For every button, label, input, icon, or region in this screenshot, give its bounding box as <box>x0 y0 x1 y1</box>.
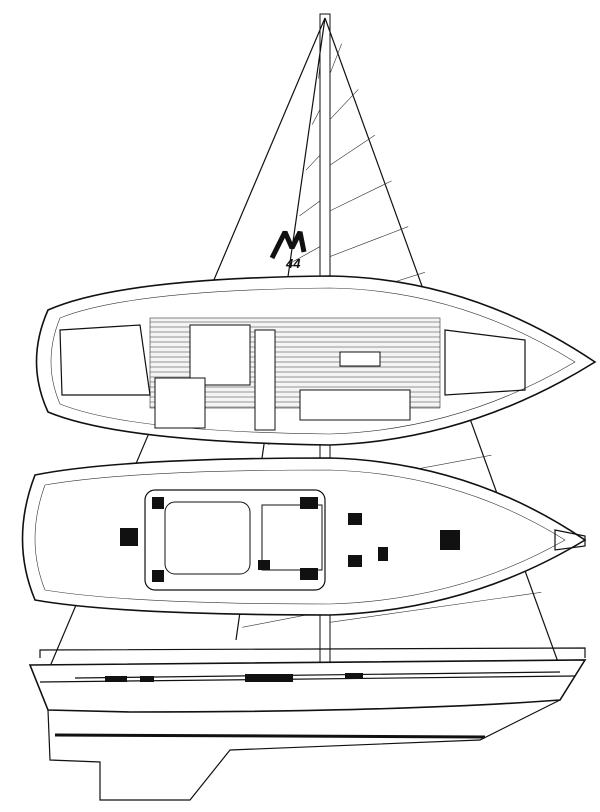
mainsail-seam <box>299 200 321 217</box>
hatch <box>378 547 388 561</box>
sheer-line <box>39 675 576 683</box>
nav-table <box>339 351 381 367</box>
jib-seam <box>329 226 409 257</box>
profile-view <box>28 647 587 801</box>
hatch <box>300 497 318 509</box>
portlight <box>345 673 363 678</box>
jib-seam <box>329 43 342 74</box>
hatch <box>120 528 138 546</box>
mainsail-seam <box>305 154 321 171</box>
forward-berth <box>59 324 151 396</box>
portlight <box>245 674 293 682</box>
deck-plan <box>21 457 587 616</box>
interior-plan <box>35 275 597 446</box>
hatch <box>152 570 164 582</box>
jib-seam <box>329 180 392 212</box>
keel-and-rudder <box>47 699 561 801</box>
jib-seam <box>329 89 359 120</box>
jib-seam <box>329 134 376 166</box>
hull-topsides <box>28 659 587 713</box>
galley <box>254 329 276 431</box>
hatch <box>300 568 318 580</box>
deck-line <box>74 671 561 679</box>
hatches <box>120 497 460 582</box>
hatch <box>440 530 460 550</box>
cockpit <box>164 501 251 575</box>
hatch <box>348 555 362 567</box>
head-compartment <box>154 377 206 429</box>
mainsail-seam <box>318 63 321 79</box>
svg-text:44: 44 <box>285 256 301 271</box>
lifelines <box>39 647 586 658</box>
mainsail-seam <box>293 246 321 262</box>
logo: 44 <box>269 230 307 271</box>
bow-pulpit <box>554 529 586 551</box>
hatch <box>258 560 270 570</box>
settee <box>299 389 411 421</box>
saloon-table <box>189 324 251 386</box>
mainsail-seam <box>312 109 321 125</box>
companionway <box>261 504 323 571</box>
portlights <box>105 673 363 682</box>
jib-seam <box>329 591 542 623</box>
hatch <box>152 497 164 509</box>
boot-stripe <box>54 733 486 739</box>
aft-berth <box>444 329 526 396</box>
portlight <box>140 676 154 682</box>
hatch <box>348 513 362 525</box>
portlight <box>105 676 127 682</box>
